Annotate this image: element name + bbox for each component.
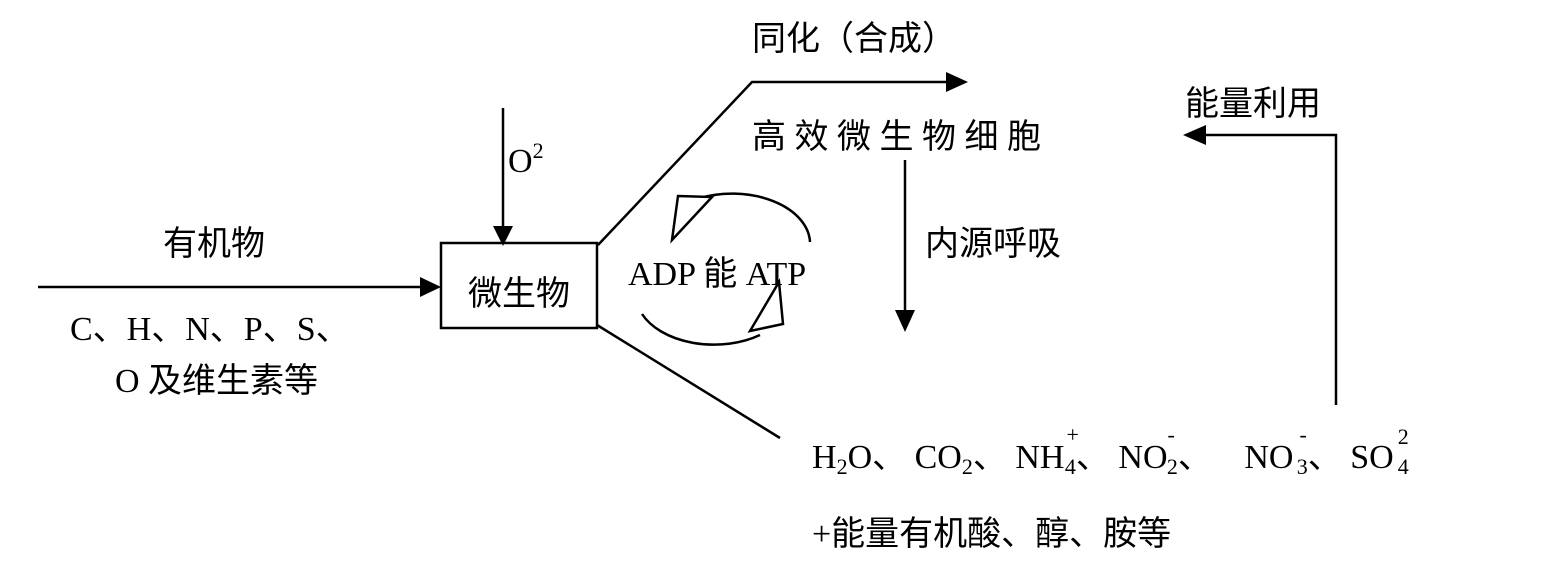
oxygen-label: O2 bbox=[508, 138, 544, 180]
respiration-arrowhead bbox=[895, 310, 915, 332]
energy-use-arrowhead bbox=[1183, 125, 1206, 145]
catabolism-line bbox=[596, 323, 781, 440]
assimilation-line bbox=[597, 80, 948, 246]
products-line2: +能量有机酸、醇、胺等 bbox=[812, 515, 1171, 553]
oxygen-arrowhead bbox=[493, 226, 513, 246]
elements-line1: C、H、N、P、S、 bbox=[70, 311, 350, 348]
adp-atp-label: ADP 能 ATP bbox=[628, 255, 806, 293]
cells-label: 高 效 微 生 物 细 胞 bbox=[752, 118, 1041, 156]
microbe-label: 微生物 bbox=[468, 275, 570, 313]
cycle-arc-top bbox=[699, 192, 812, 243]
energy-use-label: 能量利用 bbox=[1185, 85, 1321, 123]
cycle-arc-bottom bbox=[640, 313, 761, 346]
assimilation-label: 同化（合成） bbox=[752, 20, 956, 58]
cycle-arrowhead-bottom bbox=[747, 278, 785, 333]
input-arrowhead bbox=[420, 277, 441, 297]
endogenous-respiration-label: 内源呼吸 bbox=[925, 225, 1061, 263]
organics-label: 有机物 bbox=[163, 225, 265, 263]
energy-use-line bbox=[1205, 133, 1338, 405]
elements-line2: O 及维生素等 bbox=[115, 362, 318, 400]
cycle-arrowhead-top bbox=[670, 194, 715, 244]
microbe-box bbox=[439, 241, 599, 330]
assimilation-arrowhead bbox=[946, 72, 968, 92]
